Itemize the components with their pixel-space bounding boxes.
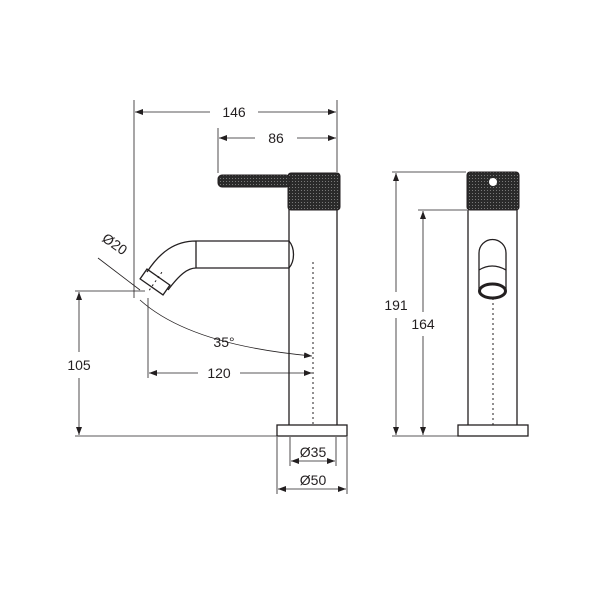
angle-ray: [97, 257, 141, 291]
lever-handle: [217, 174, 291, 188]
dim-overall-height: 191: [384, 297, 408, 313]
dim-base-diameter: Ø50: [300, 472, 327, 488]
spout-front: [478, 238, 507, 292]
base-plate: [457, 424, 529, 437]
dim-body-height: 164: [411, 316, 435, 332]
cap-hole: [489, 178, 497, 186]
dim-spout-angle: 35°: [213, 334, 234, 350]
front-view: 191 164: [384, 171, 529, 437]
angle-arc: [139, 299, 313, 359]
dim-spout-reach: 120: [207, 365, 231, 381]
handle-cap: [466, 171, 520, 211]
base-plate: [276, 424, 348, 437]
outlet-ring: [478, 282, 507, 300]
handle-cap: [287, 172, 341, 211]
dim-outlet-height: 105: [67, 357, 91, 373]
side-view: 146 86 Ø20 105 35° 120 Ø35 Ø50: [67, 100, 348, 494]
dim-handle-reach: 86: [268, 130, 284, 146]
spout: [146, 240, 295, 291]
tap-body: [467, 210, 518, 425]
dim-body-diameter: Ø35: [300, 444, 327, 460]
dim-outlet-diameter: Ø20: [99, 230, 130, 258]
spout-outlet: [139, 268, 171, 296]
dim-overall-reach: 146: [222, 104, 246, 120]
